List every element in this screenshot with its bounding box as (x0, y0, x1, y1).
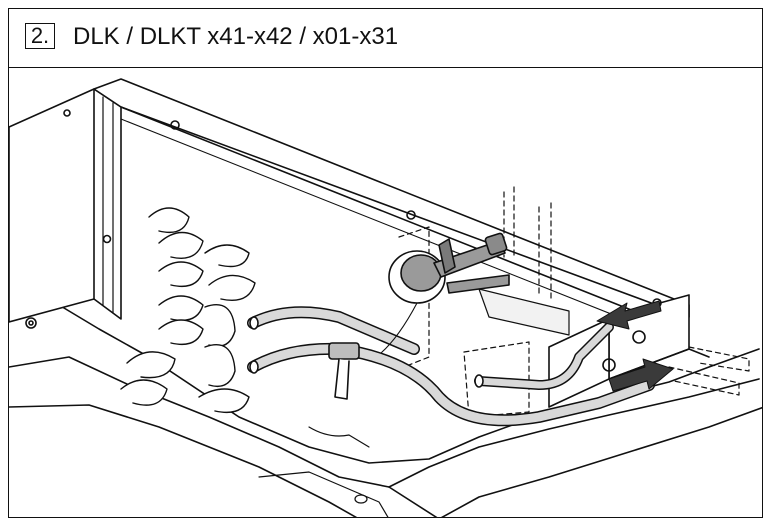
pressure-switch (380, 232, 510, 354)
unit-side-wall (9, 88, 122, 329)
unit-drawing (9, 78, 762, 517)
arrow-left-icon (596, 300, 662, 330)
screw-icon (170, 120, 180, 130)
installation-illustration (9, 67, 762, 517)
step-number-box: 2. (25, 23, 55, 49)
screw-icon (63, 109, 71, 117)
figure-frame: 2. DLK / DLKT x41-x42 / x01-x31 (8, 8, 763, 518)
refrigerant-tubes (247, 306, 655, 427)
coil-bends (120, 207, 256, 414)
screw-icon (102, 234, 112, 244)
figure-title: DLK / DLKT x41-x42 / x01-x31 (73, 23, 399, 50)
arrow-right-icon (608, 358, 674, 392)
pipe-clip (328, 342, 360, 400)
screw-icon (406, 210, 416, 220)
rear-panel-detail (308, 288, 570, 504)
figure-header: 2. DLK / DLKT x41-x42 / x01-x31 (9, 9, 762, 68)
screw-icon (25, 317, 37, 329)
flow-arrows (596, 300, 674, 392)
